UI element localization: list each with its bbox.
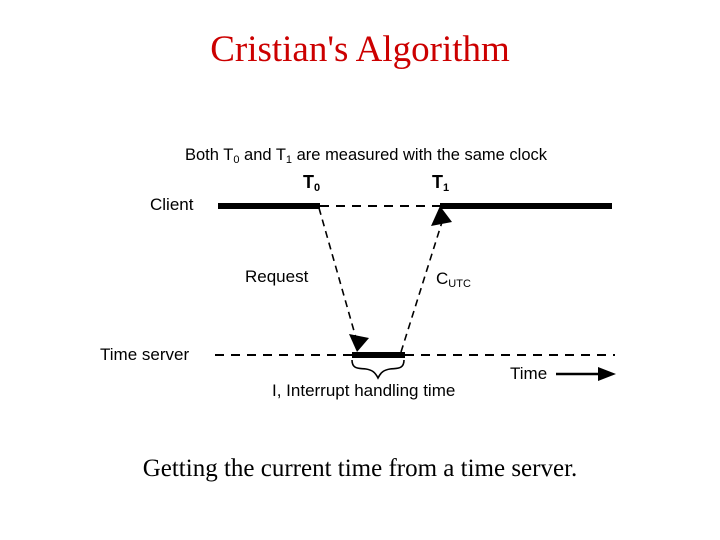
interrupt-handling-brace [351,359,405,380]
slide-caption: Getting the current time from a time ser… [142,455,578,482]
interrupt-handling-label: I, Interrupt handling time [272,381,456,400]
request-message-arrow-line [318,207,357,339]
note-text-after: are measured with the same clock [292,146,547,164]
request-message-label: Request [245,267,309,286]
marker-label-t1: T1 [432,172,450,194]
measurement-note: Both T0 and T1 are measured with the sam… [185,146,547,166]
cutc-base: C [436,269,449,288]
marker-label-t0: T0 [303,172,321,194]
response-message-arrowhead [431,206,452,226]
t1-subscript: 1 [443,182,450,194]
cutc-subscript: UTC [448,278,471,290]
request-message-arrowhead [349,334,369,352]
client-timeline-label: Client [150,195,194,214]
page-title: Cristian's Algorithm [210,29,510,70]
response-message-arrow-line [400,221,443,353]
note-text-before: Both T [185,146,234,164]
t0-subscript: 0 [314,182,321,194]
time-axis-label: Time [510,364,548,383]
t0-base: T [303,172,314,192]
t1-base: T [432,172,443,192]
note-text-middle: and T [239,146,286,164]
response-message-label: CUTC [436,269,471,290]
time-server-timeline-label: Time server [100,345,190,364]
note-subscript-one: 1 [285,154,293,166]
note-subscript-zero: 0 [233,154,240,166]
time-axis-arrowhead [598,367,616,381]
